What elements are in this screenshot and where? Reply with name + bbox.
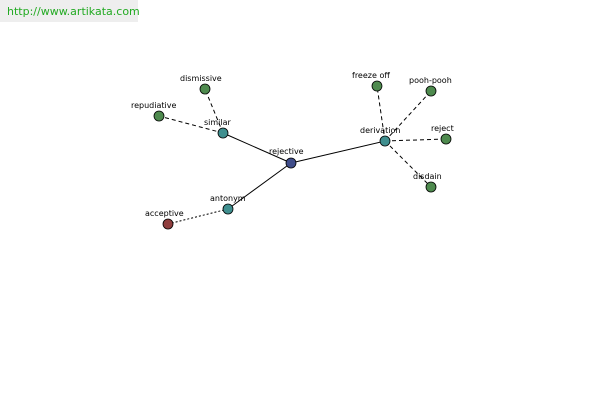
node-disdain-dot[interactable] — [425, 181, 437, 193]
edge-derivation-freeze-off — [376, 85, 386, 142]
node-pooh-pooh-label: pooh-pooh — [409, 76, 452, 85]
node-disdain-label: disdain — [413, 172, 442, 181]
node-derivation-dot[interactable] — [379, 135, 391, 147]
node-antonym[interactable]: antonym — [210, 194, 246, 215]
edge-rejective-derivation — [290, 140, 386, 164]
node-acceptive[interactable]: acceptive — [145, 209, 184, 230]
node-derivation[interactable]: derivation — [360, 126, 400, 147]
node-acceptive-label: acceptive — [145, 209, 184, 218]
url-bar: http://www.artikata.com — [0, 0, 140, 22]
edge-derivation-pooh-pooh — [384, 90, 432, 142]
node-reject[interactable]: reject — [431, 124, 454, 145]
node-rejective-dot[interactable] — [285, 157, 297, 169]
node-repudiative-label: repudiative — [131, 101, 176, 110]
graph-nodes: rejective similar derivation antonym dis… — [131, 71, 454, 230]
site-link[interactable]: http://www.artikata.com — [7, 5, 140, 18]
node-freeze-off-label: freeze off — [352, 71, 390, 80]
node-dismissive-label: dismissive — [180, 74, 222, 83]
node-freeze-off-dot[interactable] — [371, 80, 383, 92]
edge-derivation-disdain — [384, 140, 432, 188]
node-acceptive-dot[interactable] — [162, 218, 174, 230]
node-pooh-pooh[interactable]: pooh-pooh — [409, 76, 452, 97]
node-derivation-label: derivation — [360, 126, 400, 135]
node-rejective-label: rejective — [269, 147, 304, 156]
node-antonym-label: antonym — [210, 194, 246, 203]
edge-rejective-antonym — [227, 162, 292, 210]
node-pooh-pooh-dot[interactable] — [425, 85, 437, 97]
node-similar[interactable]: similar — [204, 118, 232, 139]
node-disdain[interactable]: disdain — [413, 172, 442, 193]
node-repudiative-dot[interactable] — [153, 110, 165, 122]
node-antonym-dot[interactable] — [222, 203, 234, 215]
edge-rejective-similar — [222, 132, 292, 164]
node-repudiative[interactable]: repudiative — [131, 101, 176, 122]
node-freeze-off[interactable]: freeze off — [352, 71, 390, 92]
edge-similar-dismissive — [204, 88, 224, 134]
node-reject-label: reject — [431, 124, 454, 133]
edge-derivation-reject — [384, 138, 447, 142]
node-rejective[interactable]: rejective — [269, 147, 304, 169]
node-reject-dot[interactable] — [440, 133, 452, 145]
node-dismissive[interactable]: dismissive — [180, 74, 222, 95]
node-similar-dot[interactable] — [217, 127, 229, 139]
graph-edges — [158, 85, 447, 225]
node-similar-label: similar — [204, 118, 232, 127]
node-dismissive-dot[interactable] — [199, 83, 211, 95]
